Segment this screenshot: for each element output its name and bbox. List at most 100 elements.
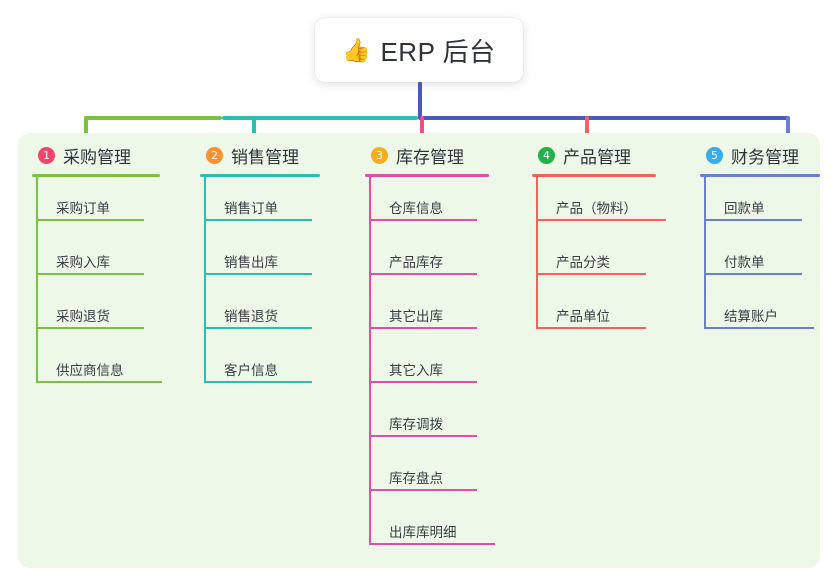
branch-spine-4 (536, 177, 538, 329)
leaf-item-label: 出库库明细 (389, 525, 457, 540)
leaf-item-rule (369, 381, 477, 383)
leaf-item[interactable]: 回款单 (704, 177, 802, 221)
branch-header-rule-2 (200, 174, 320, 177)
leaf-item-rule (204, 381, 312, 383)
branch-title-4: 产品管理 (563, 147, 631, 167)
branch-header-rule-3 (365, 174, 489, 177)
leaf-item-rule (369, 435, 477, 437)
leaf-item[interactable]: 其它出库 (369, 285, 477, 329)
leaf-item-rule (369, 327, 477, 329)
branch-title-3: 库存管理 (396, 147, 464, 167)
leaf-item-rule (704, 219, 802, 221)
leaf-item-label: 供应商信息 (56, 363, 124, 378)
leaf-item-rule (204, 219, 312, 221)
branch-spine-1 (36, 177, 38, 383)
branch-badge-3: 3 (371, 146, 388, 164)
leaf-item[interactable]: 销售出库 (204, 231, 312, 275)
branch-header-1[interactable]: 1 采购管理 (22, 133, 190, 177)
branch-spine-5 (704, 177, 706, 329)
bus-segment-2 (222, 116, 418, 120)
branch-header-rule-1 (32, 174, 160, 177)
branch-items-5: 回款单付款单结算账户 (690, 177, 820, 339)
leaf-item[interactable]: 库存盘点 (369, 447, 477, 491)
leaf-item[interactable]: 供应商信息 (36, 339, 162, 383)
leaf-item[interactable]: 采购订单 (36, 177, 144, 221)
leaf-item-label: 采购退货 (56, 309, 110, 324)
root-node-label: 👍 ERP 后台 (342, 32, 495, 69)
leaf-item-label: 结算账户 (724, 309, 778, 324)
leaf-item-rule (36, 219, 144, 221)
branch-items-4: 产品（物料） 产品分类产品单位 (522, 177, 700, 339)
leaf-item-rule (704, 327, 814, 329)
leaf-item[interactable]: 产品库存 (369, 231, 477, 275)
leaf-item-label: 采购入库 (56, 255, 110, 270)
leaf-item-rule (369, 219, 477, 221)
leaf-item-label: 付款单 (724, 255, 765, 270)
leaf-item-label: 产品单位 (556, 309, 610, 324)
leaf-item-label: 库存盘点 (389, 471, 443, 486)
branch-badge-4: 4 (538, 146, 555, 164)
leaf-item-label: 客户信息 (224, 363, 278, 378)
leaf-item-rule (536, 273, 646, 275)
leaf-item-rule (204, 327, 312, 329)
leaf-item[interactable]: 客户信息 (204, 339, 312, 383)
leaf-item-label: 仓库信息 (389, 201, 443, 216)
branch-spine-3 (369, 177, 371, 545)
branch-header-rule-4 (532, 174, 656, 177)
leaf-item-rule (536, 219, 666, 221)
leaf-item-rule (36, 381, 162, 383)
leaf-item[interactable]: 采购退货 (36, 285, 144, 329)
leaf-item-label: 产品库存 (389, 255, 443, 270)
leaf-item[interactable]: 付款单 (704, 231, 802, 275)
branch-items-2: 销售订单销售出库销售退货客户信息 (190, 177, 355, 393)
leaf-item[interactable]: 销售订单 (204, 177, 312, 221)
leaf-item-rule (204, 273, 312, 275)
branch-header-4[interactable]: 4 产品管理 (522, 133, 700, 177)
leaf-item[interactable]: 销售退货 (204, 285, 312, 329)
leaf-item[interactable]: 结算账户 (704, 285, 814, 329)
root-stem-connector (418, 82, 422, 118)
leaf-item[interactable]: 出库库明细 (369, 501, 495, 545)
leaf-item[interactable]: 仓库信息 (369, 177, 477, 221)
leaf-item[interactable]: 其它入库 (369, 339, 477, 383)
branch-header-2[interactable]: 2 销售管理 (190, 133, 355, 177)
leaf-item-rule (536, 327, 646, 329)
leaf-item-label: 销售订单 (224, 201, 278, 216)
branch-header-5[interactable]: 5 财务管理 (690, 133, 820, 177)
leaf-item[interactable]: 采购入库 (36, 231, 144, 275)
thumbs-up-icon: 👍 (342, 36, 372, 63)
leaf-item[interactable]: 产品（物料） (536, 177, 666, 221)
branch-header-3[interactable]: 3 库存管理 (355, 133, 525, 177)
branch-title-2: 销售管理 (231, 147, 299, 167)
root-node-card[interactable]: 👍 ERP 后台 (315, 18, 523, 82)
leaf-item[interactable]: 产品分类 (536, 231, 646, 275)
leaf-item[interactable]: 库存调拨 (369, 393, 477, 437)
leaf-item-rule (704, 273, 802, 275)
bus-segment-1 (84, 116, 222, 120)
branch-badge-2: 2 (206, 146, 223, 164)
leaf-item-label: 销售出库 (224, 255, 278, 270)
bus-segment-3 (418, 116, 790, 120)
leaf-item-label: 产品（物料） (556, 201, 637, 216)
leaf-item-label: 其它出库 (389, 309, 443, 324)
branch-badge-1: 1 (38, 146, 55, 164)
branch-column-3: 3 库存管理仓库信息产品库存其它出库其它入库库存调拨库存盘点出库库明细 (355, 133, 525, 555)
branch-title-1: 采购管理 (63, 147, 131, 167)
leaf-item[interactable]: 产品单位 (536, 285, 646, 329)
leaf-item-label: 库存调拨 (389, 417, 443, 432)
branch-title-5: 财务管理 (731, 147, 799, 167)
branch-column-5: 5 财务管理回款单付款单结算账户 (690, 133, 820, 339)
leaf-item-rule (369, 273, 477, 275)
leaf-item-rule (369, 489, 477, 491)
branch-spine-2 (204, 177, 206, 383)
leaf-item-label: 其它入库 (389, 363, 443, 378)
leaf-item-label: 产品分类 (556, 255, 610, 270)
leaf-item-label: 回款单 (724, 201, 765, 216)
branch-badge-5: 5 (706, 146, 723, 164)
branches-panel (18, 133, 820, 568)
leaf-item-rule (36, 273, 144, 275)
leaf-item-label: 采购订单 (56, 201, 110, 216)
branch-items-1: 采购订单采购入库采购退货供应商信息 (22, 177, 190, 393)
branch-header-rule-5 (700, 174, 820, 177)
